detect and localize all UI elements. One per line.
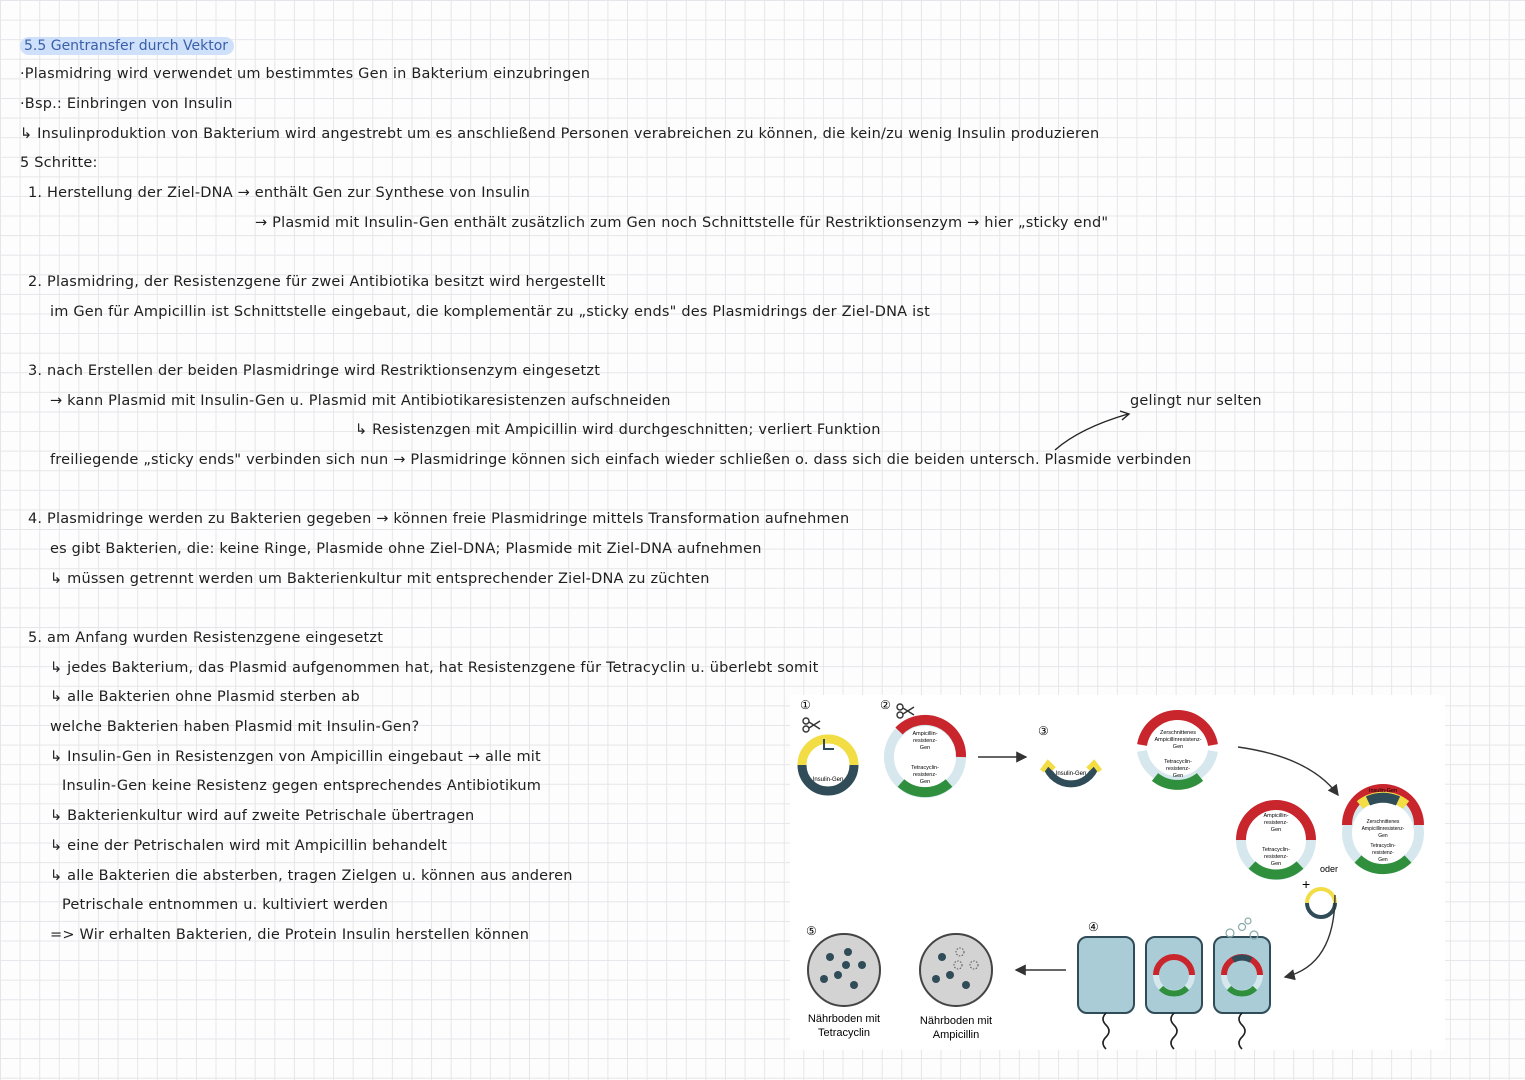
text-line-1: ·Plasmidring wird verwendet um bestimmte… — [20, 66, 591, 82]
restored-plasmid: Ampicillin- resistenz- Gen Tetracyclin- … — [1236, 800, 1316, 880]
text-line-2: ·Bsp.: Einbringen von Insulin — [20, 96, 233, 112]
annotation-arrow — [1054, 410, 1131, 451]
text-line-15: es gibt Bakterien, die: keine Ringe, Pla… — [50, 541, 762, 557]
arrow-step-3-ligation — [1237, 746, 1339, 797]
bacterium-no-plasmid — [1077, 936, 1135, 1050]
text-line-14: 4. Plasmidringe werden zu Bakterien gege… — [28, 511, 850, 527]
text-line-17: 5. am Anfang wurden Resistenzgene einges… — [28, 630, 384, 646]
tet-label-2: resistenz- — [913, 772, 937, 778]
text-line-9: 3. nach Erstellen der beiden Plasmidring… — [28, 363, 601, 379]
self-closed-insulin-ring — [1305, 887, 1337, 919]
text-line-13: freiliegende „sticky ends" verbinden sic… — [50, 452, 1192, 468]
text-line-16: ↳ müssen getrennt werden um Bakterienkul… — [50, 571, 710, 587]
recomb-cut-label-1: Zerschnittenes — [1367, 819, 1400, 825]
text-line-6: → Plasmid mit Insulin-Gen enthält zusätz… — [255, 215, 1109, 231]
tet-label-1: Tetracyclin- — [911, 765, 939, 771]
text-line-8: im Gen für Ampicillin ist Schnittstelle … — [50, 304, 930, 320]
insulin-fragment-label: Insulin-Gen — [1056, 771, 1087, 777]
recomb-tet-label-1: Tetracyclin- — [1370, 843, 1396, 849]
dish-tet-label-2: Tetracyclin — [818, 1027, 870, 1039]
insulin-gene-label: Insulin-Gen — [813, 777, 844, 783]
resistance-plasmid: Ampicillin- resistenz- Gen Tetracyclin- … — [884, 714, 967, 798]
text-line-22: Insulin-Gen keine Resistenz gegen entspr… — [62, 778, 542, 794]
amp-label-2: resistenz- — [913, 738, 937, 744]
cut-insulin-fragment: Insulin-Gen — [1040, 759, 1102, 788]
restored-tet-label-1: Tetracyclin- — [1262, 847, 1290, 853]
recombinant-plasmid: Insulin-Gen Zerschnittenes Ampicillinres… — [1342, 784, 1424, 875]
text-line-11: ↳ Resistenzgen mit Ampicillin wird durch… — [355, 422, 881, 438]
amp-label-1: Ampicillin- — [912, 731, 937, 737]
text-line-26: Petrischale entnommen u. kultiviert werd… — [62, 897, 389, 913]
page-title: 5.5 Gentransfer durch Vektor — [20, 37, 235, 55]
step-number-1: ① — [800, 698, 811, 712]
recomb-cut-label-2: Ampicillinresistenz- — [1362, 826, 1405, 832]
bacterium-recombinant-plasmid — [1213, 917, 1271, 1050]
text-line-10: → kann Plasmid mit Insulin-Gen u. Plasmi… — [50, 393, 671, 409]
restored-amp-label-2: resistenz- — [1264, 820, 1288, 826]
text-line-5: 1. Herstellung der Ziel-DNA → enthält Ge… — [28, 185, 531, 201]
restored-amp-label-3: Gen — [1271, 827, 1281, 833]
text-line-18: ↳ jedes Bakterium, das Plasmid aufgenomm… — [50, 660, 819, 676]
text-line-3: ↳ Insulinproduktion von Bakterium wird a… — [20, 126, 1100, 142]
text-line-21: ↳ Insulin-Gen in Resistenzgen von Ampici… — [50, 749, 541, 765]
petri-dish-ampicillin: Nährboden mit Ampicillin — [919, 933, 993, 1041]
step-number-4: ④ — [1088, 920, 1099, 934]
text-line-7: 2. Plasmidring, der Resistenzgene für zw… — [28, 274, 606, 290]
text-line-4: 5 Schritte: — [20, 155, 98, 171]
text-line-27: => Wir erhalten Bakterien, die Protein I… — [50, 927, 530, 943]
cut-amp-label-1: Zerschnittenes — [1160, 730, 1196, 736]
scissors-icon — [802, 717, 821, 733]
cut-tet-label-1: Tetracyclin- — [1164, 759, 1192, 765]
cut-amp-label-2: Ampicillinresistenz- — [1154, 737, 1201, 743]
arrow-to-bacteria — [1283, 894, 1336, 981]
bacterium-plasmid — [1145, 936, 1203, 1050]
restored-tet-label-2: resistenz- — [1264, 854, 1288, 860]
oder-label: oder — [1320, 864, 1338, 874]
restored-amp-label-1: Ampicillin- — [1263, 813, 1288, 819]
recomb-tet-label-2: resistenz- — [1372, 850, 1394, 856]
recomb-tet-label-3: Gen — [1378, 857, 1388, 863]
petri-dish-tetracyclin: Nährboden mit Tetracyclin — [807, 933, 881, 1039]
text-line-25: ↳ alle Bakterien die absterben, tragen Z… — [50, 868, 573, 884]
amp-label-3: Gen — [920, 745, 930, 751]
step-number-3: ③ — [1038, 724, 1049, 738]
text-line-23: ↳ Bakterienkultur wird auf zweite Petris… — [50, 808, 475, 824]
tet-label-3: Gen — [920, 779, 930, 785]
plus-label: + — [1302, 876, 1310, 892]
gene-transfer-diagram: ① ② ③ ④ ⑤ Insulin-Gen Ampicillin- resist… — [790, 695, 1445, 1050]
insulin-gene-plasmid: Insulin-Gen — [797, 734, 859, 796]
text-line-24: ↳ eine der Petrischalen wird mit Ampicil… — [50, 838, 448, 854]
text-line-20: welche Bakterien haben Plasmid mit Insul… — [50, 719, 420, 735]
cut-tet-label-3: Gen — [1173, 773, 1183, 779]
text-line-12: gelingt nur selten — [1130, 393, 1262, 409]
step-number-2: ② — [880, 698, 891, 712]
scissors-icon — [896, 703, 915, 719]
recomb-cut-label-3: Gen — [1378, 833, 1388, 839]
step-number-5: ⑤ — [806, 924, 817, 938]
dish-amp-label-1: Nährboden mit — [920, 1015, 992, 1027]
cut-amp-label-3: Gen — [1173, 744, 1183, 750]
recomb-insulin-label: Insulin-Gen — [1369, 788, 1397, 794]
cut-tet-label-2: resistenz- — [1166, 766, 1190, 772]
dish-amp-label-2: Ampicillin — [933, 1029, 979, 1041]
cut-resistance-plasmid: Zerschnittenes Ampicillinresistenz- Gen … — [1137, 710, 1218, 790]
text-line-19: ↳ alle Bakterien ohne Plasmid sterben ab — [50, 689, 360, 705]
dish-tet-label-1: Nährboden mit — [808, 1013, 880, 1025]
restored-tet-label-3: Gen — [1271, 861, 1281, 867]
